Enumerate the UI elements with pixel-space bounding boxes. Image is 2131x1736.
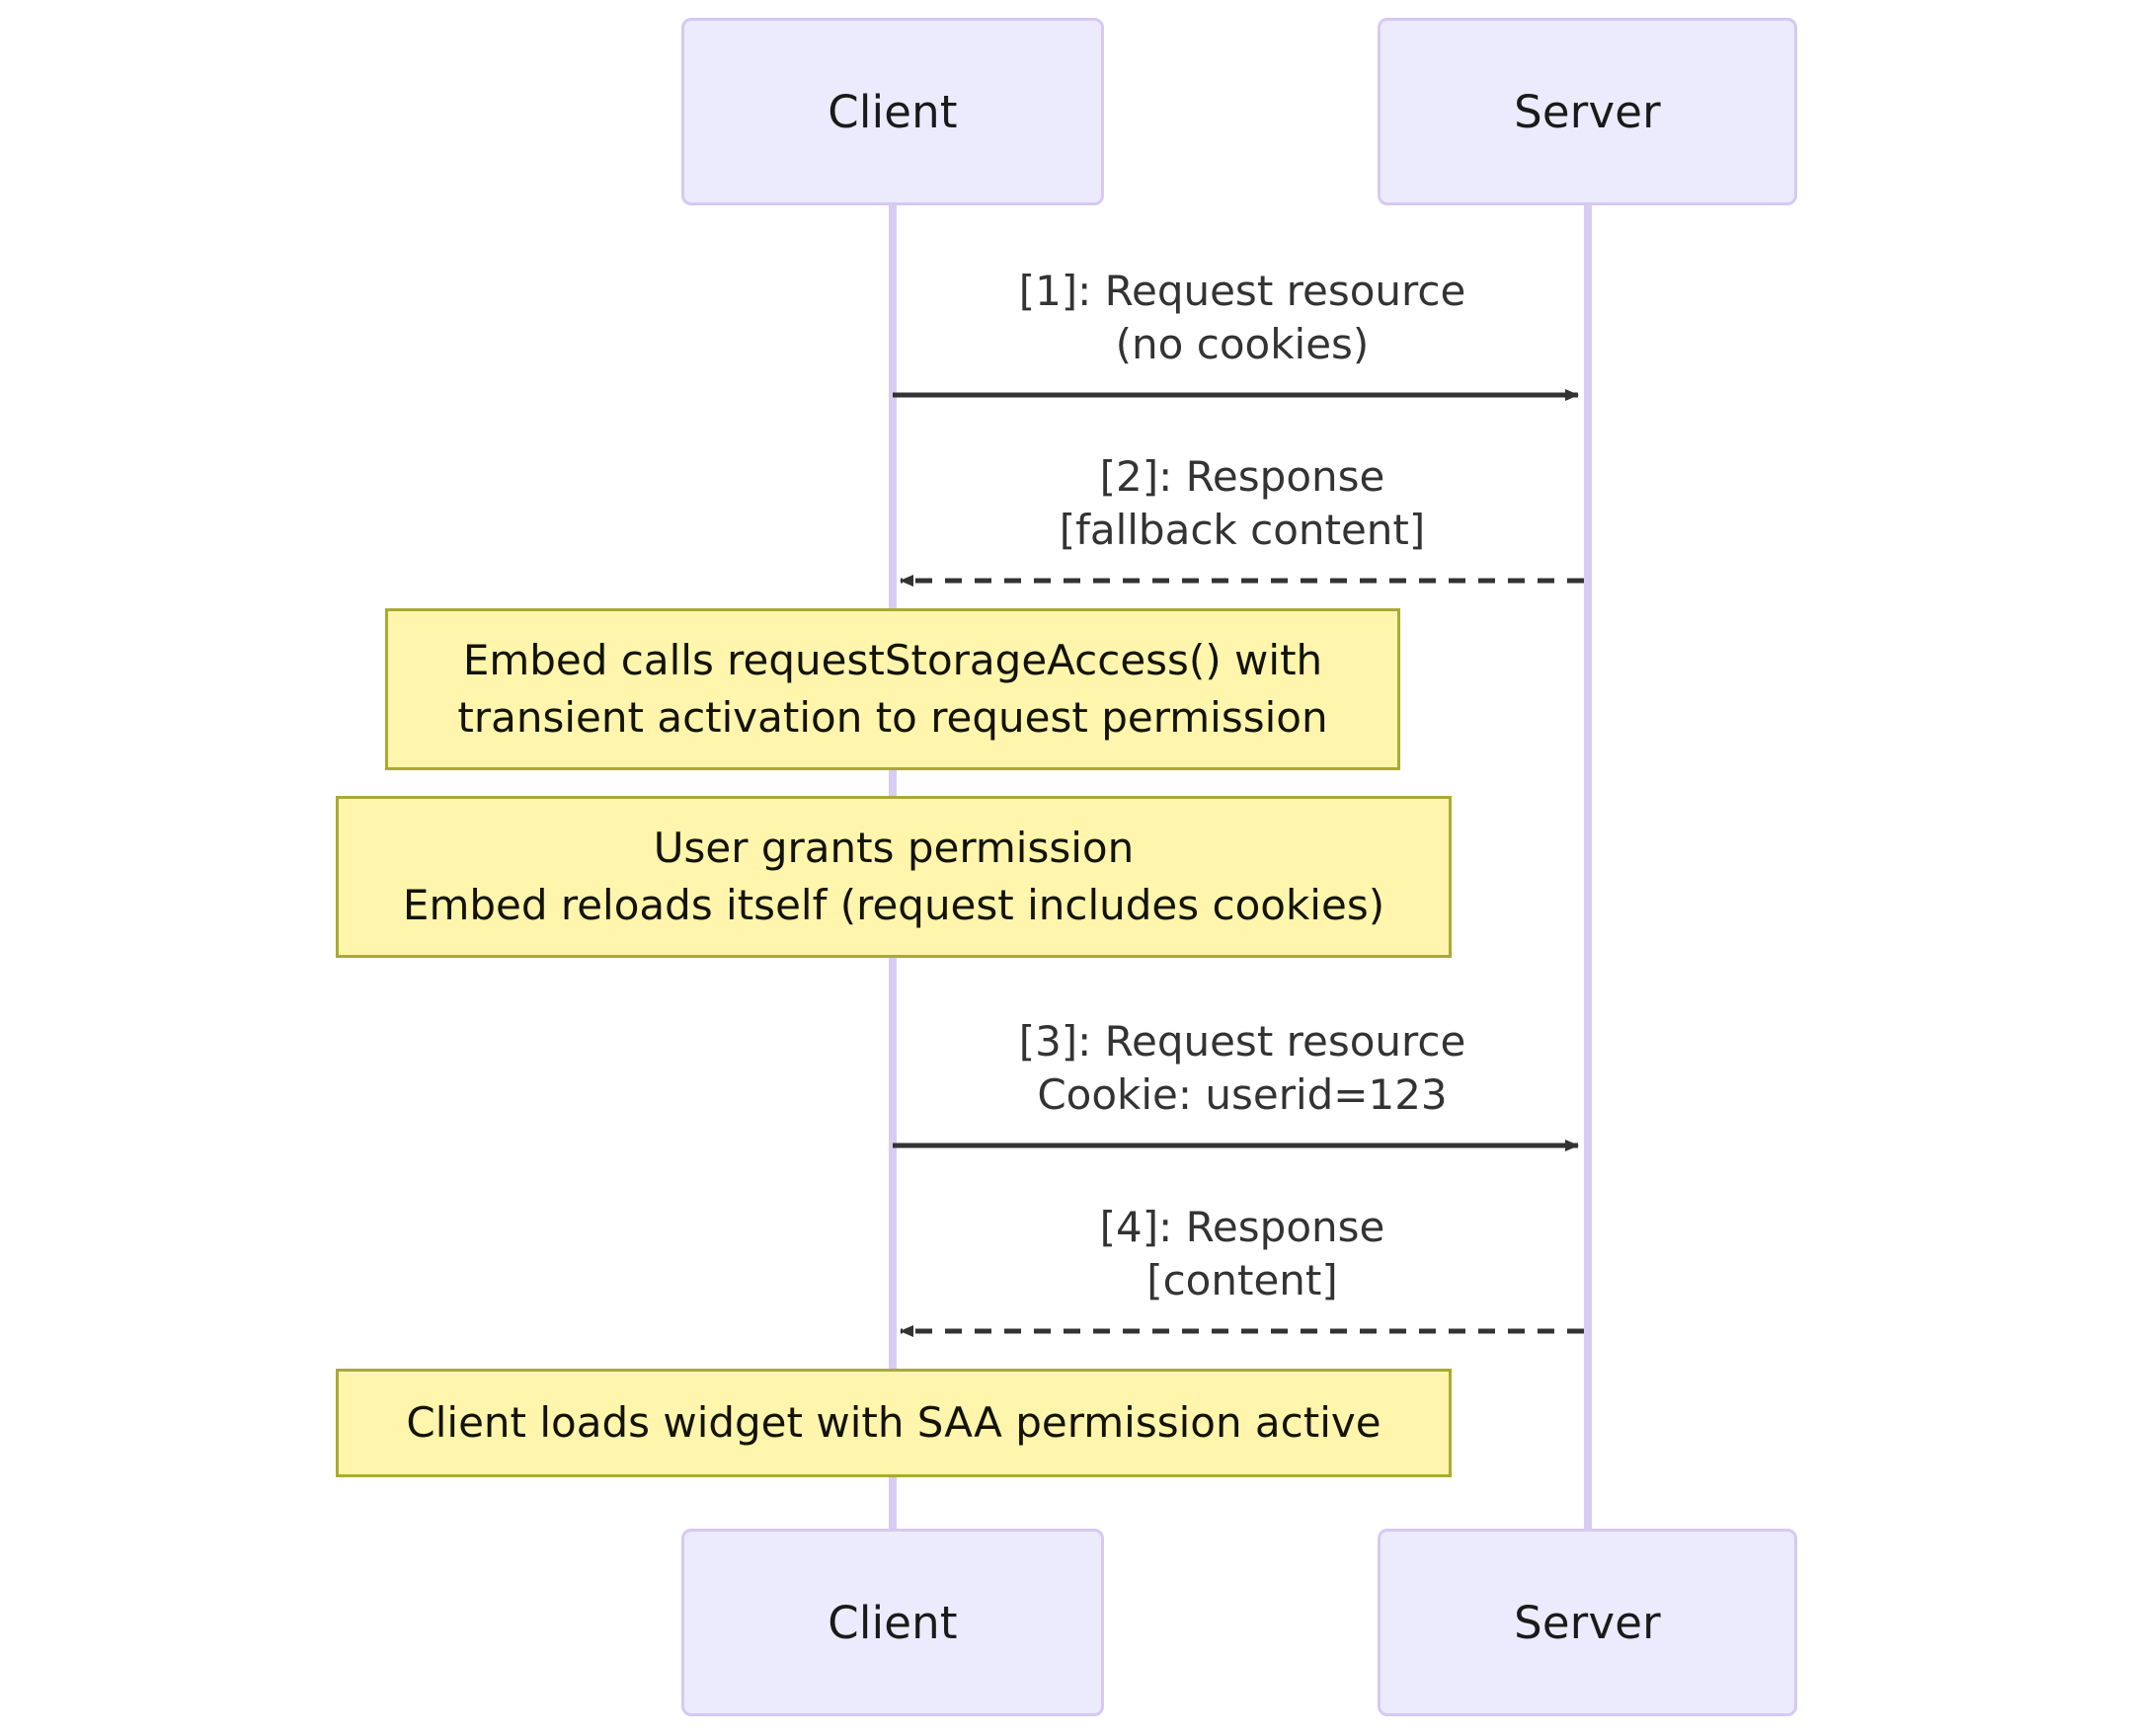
actor-box-server-top[interactable]: Server [1378, 18, 1797, 205]
actor-label-server-bottom: Server [1514, 1596, 1661, 1649]
lifeline-server [1584, 202, 1592, 1531]
message-4-line1: [4]: Response [1099, 1203, 1385, 1251]
message-2-line1: [2]: Response [1099, 452, 1385, 501]
message-1-line1: [1]: Request resource [1018, 267, 1466, 315]
message-label-4: [4]: Response [content] [897, 1201, 1588, 1307]
note-3-line1: Client loads widget with SAA permission … [406, 1398, 1381, 1448]
message-3-line2: Cookie: userid=123 [1037, 1069, 1448, 1119]
note-1-line2: transient activation to request permissi… [457, 693, 1328, 742]
actor-box-client-bottom[interactable]: Client [681, 1529, 1104, 1716]
actor-box-client-top[interactable]: Client [681, 18, 1104, 205]
message-label-2: [2]: Response [fallback content] [897, 450, 1588, 557]
message-2-line2: [fallback content] [1059, 505, 1426, 554]
actor-label-server-top: Server [1514, 85, 1661, 138]
actor-label-client-bottom: Client [828, 1596, 958, 1649]
actor-box-server-bottom[interactable]: Server [1378, 1529, 1797, 1716]
message-label-3: [3]: Request resource Cookie: userid=123 [897, 1015, 1588, 1122]
note-2-line2: Embed reloads itself (request includes c… [402, 881, 1385, 929]
message-3-line1: [3]: Request resource [1018, 1017, 1466, 1065]
message-4-line2: [content] [1146, 1255, 1338, 1304]
message-1-line2: (no cookies) [1115, 319, 1370, 368]
note-box-3: Client loads widget with SAA permission … [336, 1369, 1452, 1477]
note-1-line1: Embed calls requestStorageAccess() with [462, 636, 1323, 685]
note-box-1: Embed calls requestStorageAccess() with … [385, 608, 1400, 770]
note-box-2: User grants permission Embed reloads its… [336, 796, 1452, 958]
message-label-1: [1]: Request resource (no cookies) [897, 265, 1588, 371]
note-2-line1: User grants permission [653, 824, 1135, 873]
actor-label-client-top: Client [828, 85, 958, 138]
